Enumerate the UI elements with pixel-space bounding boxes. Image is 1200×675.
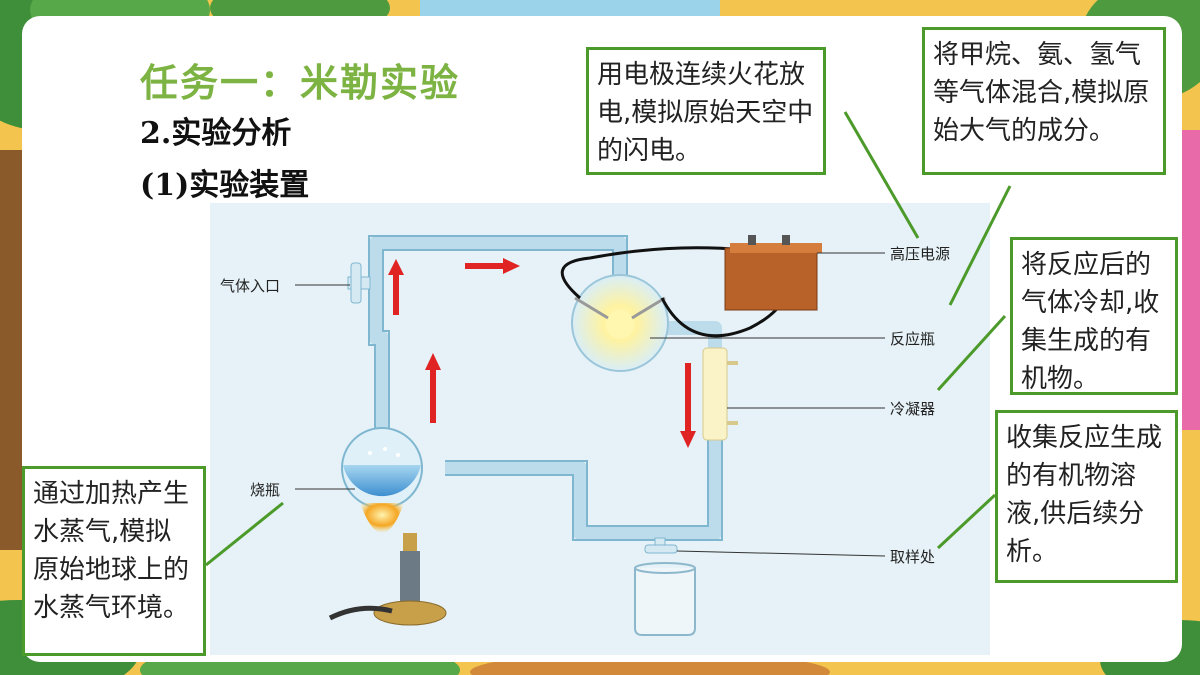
section-heading: 2.实验分析 — [140, 116, 292, 151]
callout-collection: 收集反应生成的有机物溶液,供后续分析。 — [995, 410, 1178, 583]
flow-arrows — [388, 258, 696, 448]
label-gas-inlet: 气体入口 — [220, 277, 280, 295]
subsection-heading: (1)实验装置 — [140, 168, 310, 203]
boiling-flask — [341, 427, 423, 509]
miller-apparatus-diagram: 气体入口 烧瓶 高压电源 反应瓶 冷凝器 取样处 — [210, 203, 990, 655]
label-leader-lines — [295, 252, 886, 557]
gas-inlet-stopcock — [347, 262, 371, 304]
high-voltage-power-supply — [724, 235, 822, 311]
slide-title: 任务一：米勒实验 — [140, 61, 461, 105]
flow-arrow-up-top — [388, 259, 404, 315]
condenser — [702, 347, 738, 441]
bunsen-burner — [328, 503, 447, 626]
flow-arrow-right — [465, 258, 520, 274]
label-flask: 烧瓶 — [250, 481, 280, 499]
label-reaction-bottle: 反应瓶 — [890, 330, 935, 348]
label-power: 高压电源 — [890, 245, 950, 263]
callout-heating: 通过加热产生水蒸气,模拟原始地球上的水蒸气环境。 — [22, 466, 206, 656]
reaction-bottle — [571, 274, 669, 372]
callout-gas-mixture: 将甲烷、氨、氢气等气体混合,模拟原始大气的成分。 — [922, 27, 1166, 175]
sampling-stopcock — [644, 537, 678, 554]
diagram-background — [210, 203, 990, 655]
collection-beaker — [634, 562, 696, 636]
flow-arrow-up-bottom — [425, 353, 441, 423]
label-condenser: 冷凝器 — [890, 400, 935, 418]
label-sampling: 取样处 — [890, 548, 935, 566]
callout-cooling: 将反应后的气体冷却,收集生成的有机物。 — [1010, 237, 1178, 395]
flow-arrow-down — [680, 363, 696, 448]
callout-spark-discharge: 用电极连续火花放电,模拟原始天空中的闪电。 — [586, 47, 826, 175]
